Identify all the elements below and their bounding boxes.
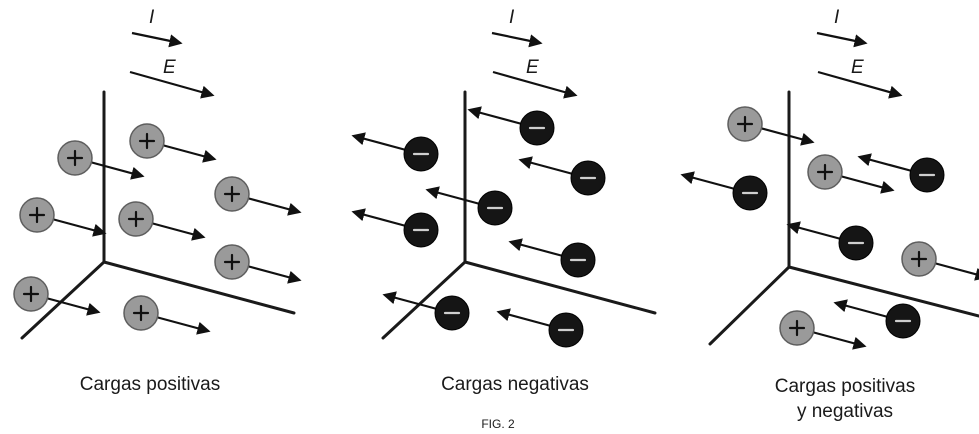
- positive-charge: [129, 123, 217, 163]
- positive-charge: [214, 176, 302, 216]
- figure-label: FIG. 2: [481, 417, 515, 431]
- drift-velocity-arrow: [933, 261, 979, 281]
- panel-positive-and-negative-charges: I E Cargas positivas y negativas: [680, 7, 979, 422]
- panel-positive-charges: I E Cargas positivas: [13, 7, 302, 395]
- drift-velocity-arrow: [45, 296, 101, 316]
- positive-charge: [123, 295, 211, 335]
- panel-caption: Cargas negativas: [441, 374, 589, 395]
- positive-charge: [13, 276, 101, 316]
- negative-charge: [508, 238, 596, 278]
- drift-velocity-arrow: [51, 217, 107, 237]
- drift-velocity-arrow: [496, 308, 552, 328]
- field-direction-arrow: E: [129, 57, 215, 99]
- drift-velocity-arrow: [759, 126, 815, 146]
- charges-group: [351, 106, 606, 348]
- panel-caption-line-2: y negativas: [797, 401, 893, 422]
- positive-charge: [807, 154, 895, 194]
- positive-charge: [901, 241, 979, 281]
- current-direction-arrow: I: [816, 7, 868, 48]
- negative-charge: [467, 106, 555, 146]
- drift-velocity-arrow: [680, 171, 736, 191]
- axes-3d: [381, 90, 657, 340]
- field-label: E: [851, 57, 864, 78]
- positive-charge: [214, 244, 302, 284]
- drift-velocity-arrow: [351, 208, 407, 228]
- negative-charge: [680, 171, 768, 211]
- charges-group: [680, 106, 979, 350]
- positive-charge: [779, 310, 867, 350]
- positive-charge: [727, 106, 815, 146]
- current-label: I: [509, 7, 515, 28]
- drift-velocity-arrow: [811, 330, 867, 350]
- drift-velocity-arrow: [467, 106, 523, 126]
- drift-velocity-arrow: [518, 156, 574, 176]
- positive-charge: [118, 201, 206, 241]
- drift-velocity-arrow: [839, 174, 895, 194]
- negative-charge: [518, 156, 606, 196]
- current-label: I: [149, 7, 155, 28]
- negative-charge: [857, 153, 945, 193]
- drift-velocity-arrow: [246, 196, 302, 216]
- drift-velocity-arrow: [833, 299, 889, 319]
- current-direction-arrow: I: [491, 7, 543, 48]
- drift-velocity-arrow: [155, 315, 211, 335]
- current-label: I: [834, 7, 840, 28]
- negative-charge: [351, 132, 439, 172]
- drift-velocity-arrow: [246, 264, 302, 284]
- drift-velocity-arrow: [351, 132, 407, 152]
- panel-negative-charges: I E Cargas negativas FIG. 2: [351, 7, 657, 431]
- field-direction-arrow: E: [817, 57, 903, 99]
- drift-velocity-arrow: [150, 221, 206, 241]
- field-label: E: [526, 57, 539, 78]
- negative-charge: [833, 299, 921, 339]
- panel-caption-line-1: Cargas positivas: [775, 376, 915, 397]
- axes-3d: [708, 90, 979, 346]
- negative-charge: [786, 221, 874, 261]
- negative-charge: [382, 291, 470, 331]
- drift-velocity-arrow: [508, 238, 564, 258]
- field-label: E: [163, 57, 176, 78]
- positive-charge: [57, 140, 145, 180]
- negative-charge: [351, 208, 439, 248]
- panel-caption: Cargas positivas: [80, 374, 220, 395]
- drift-velocity-arrow: [382, 291, 438, 311]
- current-direction-arrow: I: [131, 7, 183, 48]
- negative-charge: [496, 308, 584, 348]
- drift-velocity-arrow: [89, 160, 145, 180]
- drift-velocity-arrow: [857, 153, 913, 173]
- drift-velocity-arrow: [786, 221, 842, 241]
- charges-group: [13, 123, 302, 335]
- drift-velocity-arrow: [161, 143, 217, 163]
- positive-charge: [19, 197, 107, 237]
- drift-velocity-arrow: [425, 186, 481, 206]
- negative-charge: [425, 186, 513, 226]
- field-direction-arrow: E: [492, 57, 578, 99]
